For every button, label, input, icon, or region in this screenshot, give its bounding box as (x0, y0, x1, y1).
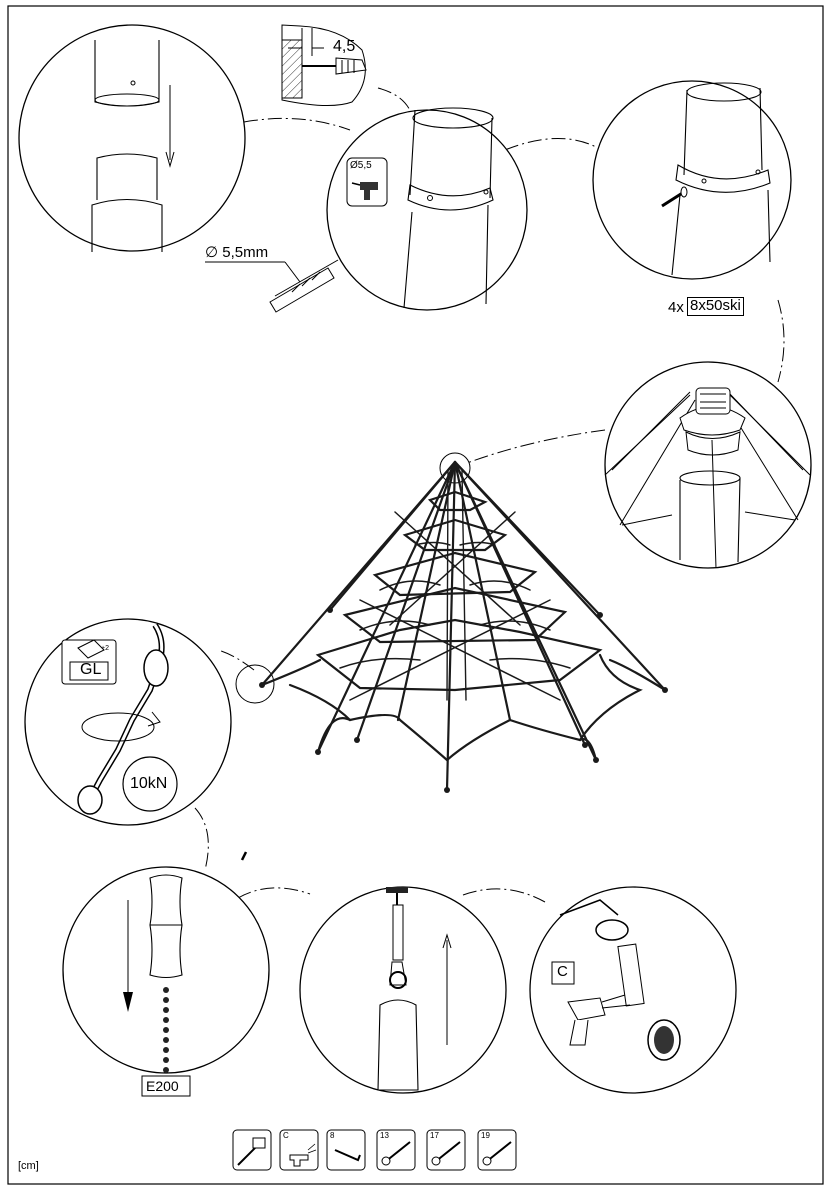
detail-net-top (604, 361, 812, 569)
tool-hex-key-label: 8 (330, 1131, 335, 1140)
detail-screw-depth (281, 24, 367, 107)
tool-wrench-19-label: 19 (481, 1131, 490, 1140)
unit-label: [cm] (18, 1160, 39, 1172)
detail-drilling (205, 107, 528, 313)
adhesive-count-label: +2 (101, 645, 109, 652)
detail-sleeve-up (299, 886, 507, 1094)
small-mark (240, 851, 248, 861)
page-border (7, 5, 824, 1185)
net-pyramid (235, 452, 668, 793)
adhesive-label: GL (80, 661, 102, 678)
detail-tube-insert (18, 24, 246, 252)
detail-chain-down (62, 866, 270, 1097)
tool-drill-label: C (283, 1131, 289, 1140)
screw-qty-label: 4x (668, 299, 684, 316)
tool-c-label: C (557, 963, 568, 980)
screw-spec-label: 8x50ski (687, 297, 744, 316)
leader-lines (194, 87, 785, 903)
drill-size-label: ∅ 5,5mm (205, 244, 269, 261)
detail-screw-insert (592, 80, 792, 280)
detail-drill-tighten (529, 886, 737, 1094)
force-label: 10kN (130, 775, 168, 792)
tool-wrench-17-label: 17 (430, 1131, 439, 1140)
tool-wrench-13-label: 13 (380, 1131, 389, 1140)
chain-code-label: E200 (146, 1078, 179, 1094)
screw-depth-label: 4,5 (333, 38, 356, 55)
tool-strip (232, 1129, 517, 1171)
detail-tension (24, 618, 232, 826)
drill-diameter-badge-label: Ø5,5 (350, 160, 372, 171)
